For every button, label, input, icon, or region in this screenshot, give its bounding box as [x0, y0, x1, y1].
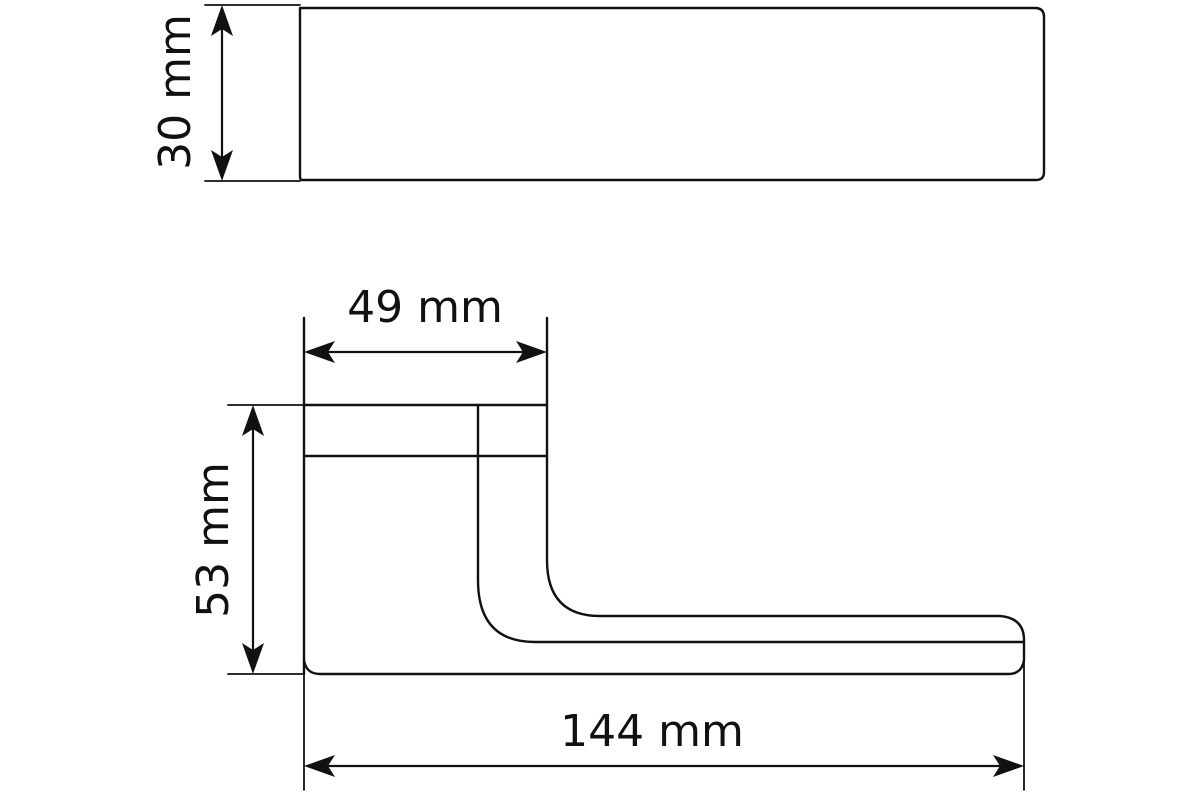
dimension-30mm: 30 mm — [150, 4, 301, 182]
arrow-down-icon — [242, 643, 264, 674]
dimension-label-30mm: 30 mm — [150, 14, 201, 170]
dimension-53mm: 53 mm — [188, 404, 305, 675]
top-view-outline — [298, 6, 1046, 182]
arrow-up-icon — [242, 405, 264, 436]
dimension-49mm: 49 mm — [304, 282, 547, 363]
front-view — [302, 316, 1026, 676]
arrow-down-icon — [211, 150, 233, 181]
arrow-left-icon — [304, 755, 335, 777]
arrow-right-icon — [516, 341, 547, 363]
dimension-label-49mm: 49 mm — [347, 282, 503, 333]
dimension-144mm: 144 mm — [303, 659, 1025, 791]
top-view — [298, 6, 1046, 182]
lever-outline — [302, 454, 1026, 676]
dimension-label-144mm: 144 mm — [560, 706, 744, 757]
arrow-right-icon — [993, 755, 1024, 777]
dimension-label-53mm: 53 mm — [188, 462, 239, 618]
arrow-left-icon — [304, 341, 335, 363]
arrow-up-icon — [211, 5, 233, 36]
lever-inner-outline — [476, 454, 1026, 644]
